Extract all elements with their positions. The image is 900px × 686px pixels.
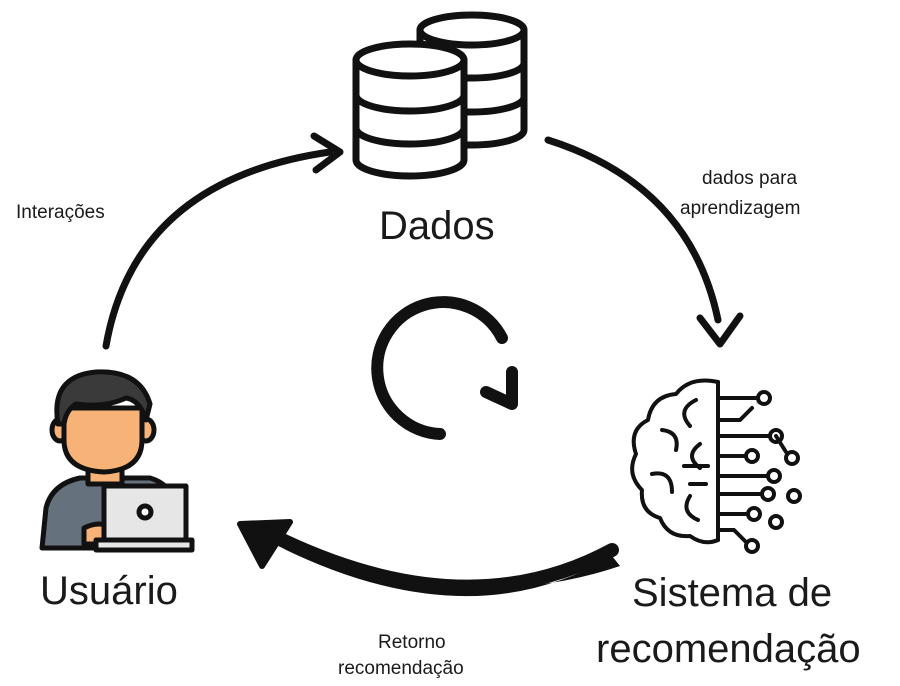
training-edge-label-line2: aprendizagem: [680, 198, 801, 219]
user-laptop-icon: [39, 369, 195, 553]
database-icon: [352, 11, 528, 180]
user-node-label: Usuário: [40, 569, 178, 613]
feedback-edge-label-line2: recomendação: [338, 658, 464, 679]
system-node-label-line1: Sistema de: [632, 571, 833, 615]
training-edge-label-line1: dados para: [702, 168, 798, 189]
feedback-edge-label-line1: Retorno: [378, 632, 446, 653]
interactions-arrow: [102, 132, 344, 350]
feedback-arrow: [237, 519, 620, 597]
data-node-label: Dados: [379, 204, 495, 248]
refresh-cycle-icon: [371, 296, 518, 440]
system-node-label-line2: recomendação: [596, 627, 861, 671]
ai-brain-icon: [630, 378, 802, 554]
training-data-arrow: [544, 136, 744, 348]
interactions-edge-label: Interações: [16, 202, 105, 223]
